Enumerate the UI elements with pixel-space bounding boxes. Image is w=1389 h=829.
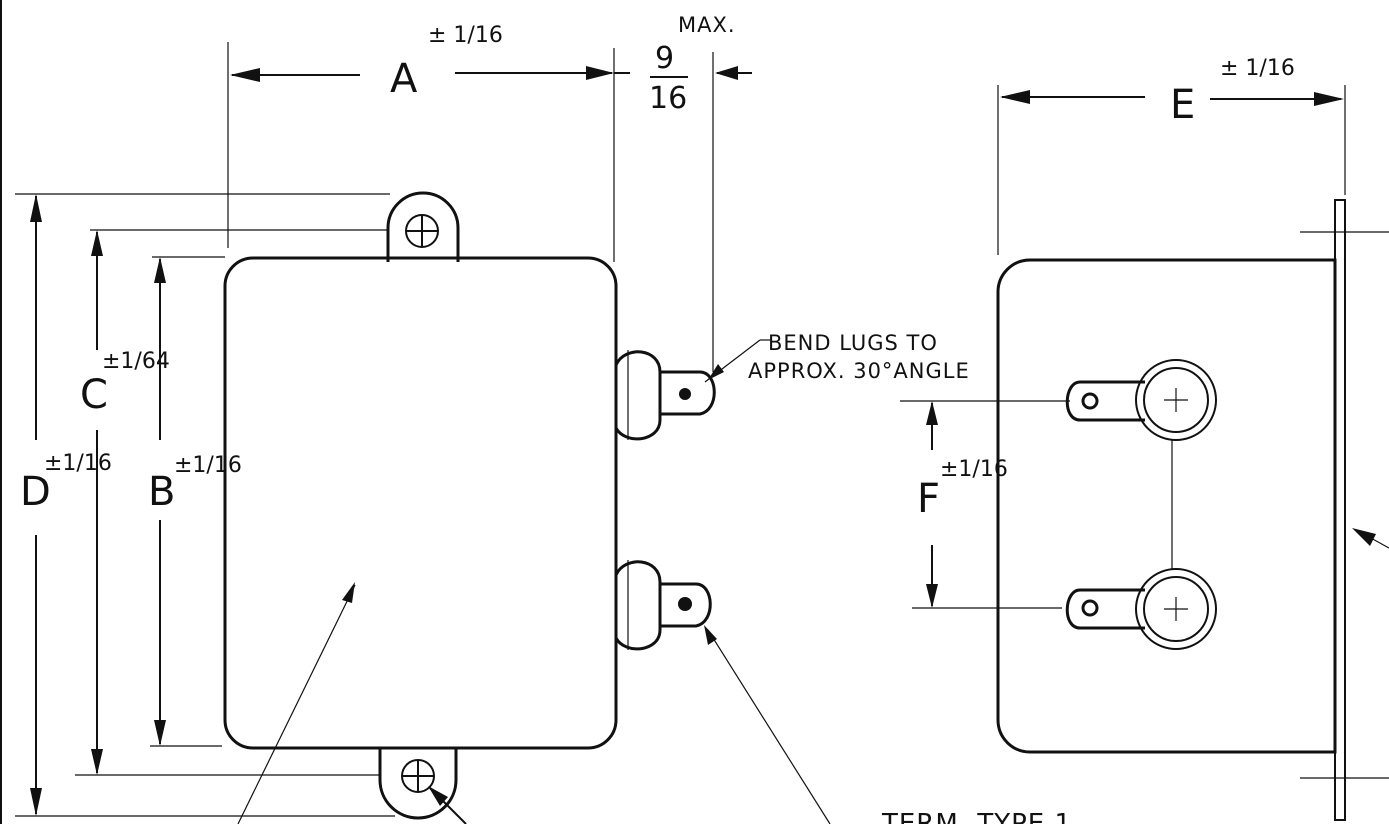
lug-fraction-denominator: 16	[649, 81, 687, 116]
dim-c-letter: C	[80, 372, 108, 418]
dimension-f: F ±1/16	[900, 400, 1070, 609]
dimension-c: C ±1/64	[75, 229, 388, 776]
dimension-lug-max: MAX. 9 16	[614, 13, 752, 372]
leader-lines	[237, 339, 831, 825]
term-type-note: TERM. TYPE 1	[881, 809, 1072, 824]
side-case-body	[996, 258, 1337, 754]
bottom-screw-icon	[401, 759, 435, 793]
lug-fraction-numerator: 9	[655, 41, 674, 76]
upper-terminal	[614, 350, 716, 441]
dim-f-letter: F	[917, 476, 940, 522]
dimension-b: B ±1/16	[148, 256, 242, 747]
dim-d-letter: D	[20, 469, 51, 515]
case-body	[223, 256, 618, 750]
lower-terminal	[614, 560, 712, 651]
dim-b-tolerance: ±1/16	[174, 453, 242, 478]
dim-e-letter: E	[1170, 82, 1195, 128]
dim-a-letter: A	[390, 56, 418, 102]
dim-b-letter: B	[148, 469, 175, 515]
bend-lugs-note: BEND LUGS TO APPROX. 30°ANGLE	[748, 331, 970, 383]
dimension-e: E ± 1/16	[997, 56, 1346, 255]
top-mounting-tab	[386, 191, 460, 262]
dim-d-tolerance: ±1/16	[44, 451, 112, 476]
dim-f-tolerance: ±1/16	[940, 457, 1008, 482]
dim-a-tolerance: ± 1/16	[428, 23, 503, 48]
dimension-a: A ± 1/16	[227, 23, 615, 262]
bottom-mounting-tab	[378, 748, 458, 820]
side-view	[996, 199, 1389, 821]
bend-note-line1: BEND LUGS TO	[768, 331, 938, 355]
top-screw-icon	[405, 214, 439, 248]
side-upper-terminal	[1065, 359, 1217, 441]
front-view	[223, 191, 831, 825]
side-lower-terminal	[1065, 568, 1217, 650]
dim-e-tolerance: ± 1/16	[1220, 56, 1295, 81]
dimension-d: D ±1/16	[15, 193, 395, 817]
dim-c-tolerance: ±1/64	[102, 349, 170, 374]
max-label: MAX.	[678, 13, 736, 37]
mounting-flange	[1334, 199, 1346, 821]
bend-note-line2: APPROX. 30°ANGLE	[748, 359, 970, 383]
